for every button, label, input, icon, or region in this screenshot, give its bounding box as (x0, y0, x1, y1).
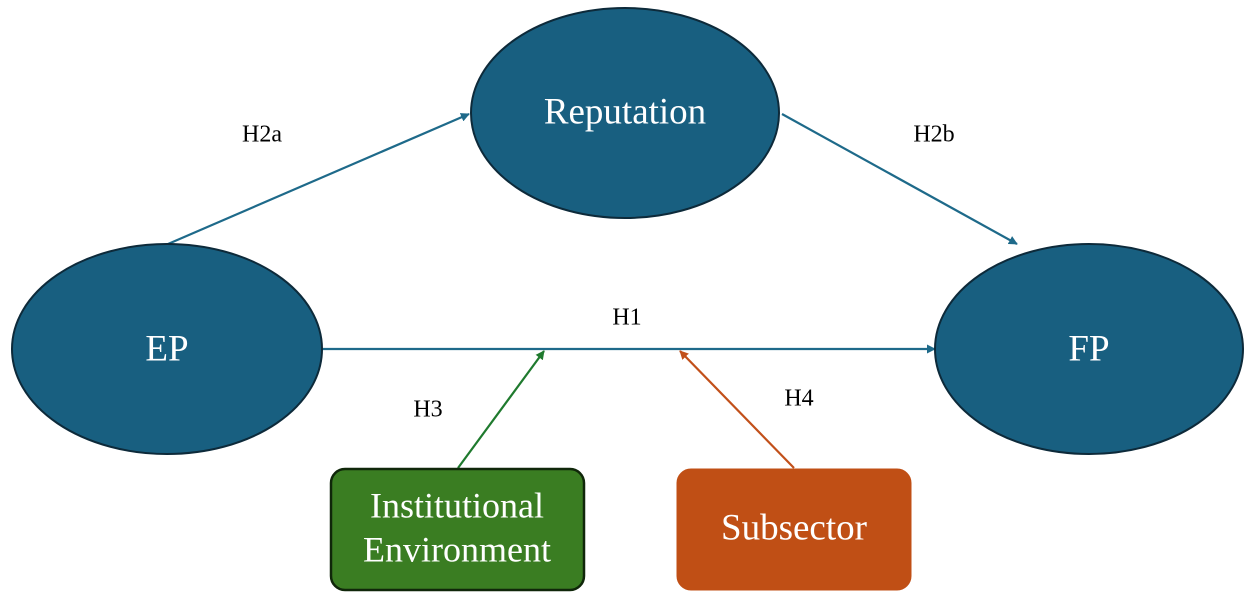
label-h4: H4 (784, 386, 813, 412)
node-fp: FP (934, 243, 1244, 455)
arrow-h2a-ep-to-reputation (167, 112, 470, 246)
arrow-h3-institutional-moderation (457, 350, 545, 469)
node-institutional-label-line1: Institutional (370, 485, 544, 525)
label-h3: H3 (413, 397, 442, 423)
node-fp-label: FP (1068, 328, 1109, 369)
arrow-h4-subsector-moderation (679, 350, 795, 469)
label-h1: H1 (612, 305, 641, 331)
node-ep: EP (11, 243, 323, 455)
node-institutional-environment: Institutional Environment (329, 467, 586, 592)
node-ep-label: EP (145, 328, 188, 369)
node-reputation-label: Reputation (544, 91, 706, 132)
label-h2a: H2a (242, 122, 282, 148)
node-subsector: Subsector (676, 468, 912, 591)
label-h2b: H2b (913, 122, 954, 148)
node-reputation: Reputation (470, 7, 780, 219)
node-institutional-label-line2: Environment (363, 529, 551, 569)
node-subsector-label: Subsector (721, 507, 867, 548)
arrow-h2b-reputation-to-fp (781, 113, 1018, 245)
